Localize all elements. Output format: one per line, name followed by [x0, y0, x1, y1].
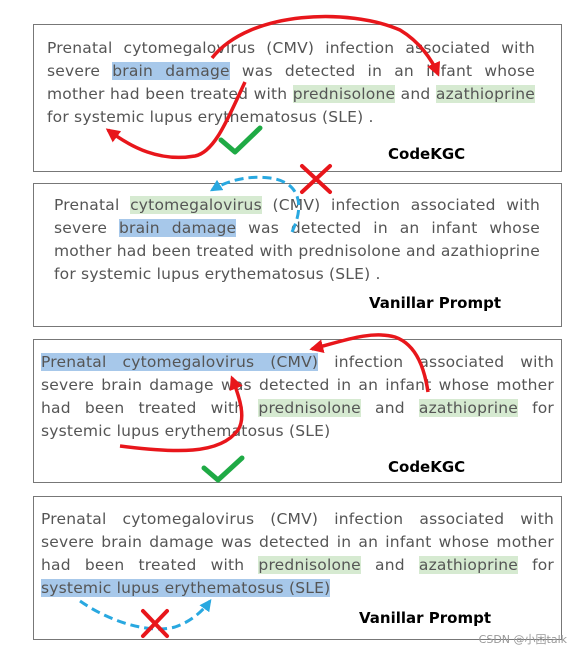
- entity-highlight-blue: systemic lupus erythematosus (SLE): [41, 579, 331, 597]
- text-segment: for: [517, 556, 555, 574]
- method-label: CodeKGC: [388, 145, 466, 163]
- text-segment: was detected in an infant whose mother h…: [54, 219, 541, 283]
- text-segment: and: [360, 556, 419, 574]
- entity-highlight-green: azathioprine: [435, 85, 535, 103]
- entity-highlight-blue: brain damage: [112, 62, 230, 80]
- text-segment: for systemic lupus erythematosus (SLE) .: [47, 108, 374, 126]
- entity-highlight-green: azathioprine: [418, 399, 518, 417]
- entity-highlight-green: prednisolone: [292, 85, 396, 103]
- sentence-text: Prenatal cytomegalovirus (CMV) infection…: [41, 351, 554, 443]
- method-label: Vanillar Prompt: [359, 609, 491, 627]
- text-segment: and: [395, 85, 436, 103]
- example-panel-codekgc-1: Prenatal cytomegalovirus (CMV) infection…: [33, 24, 562, 172]
- entity-highlight-green: cytomegalovirus: [130, 196, 262, 214]
- example-panel-vanilla-1: Prenatal cytomegalovirus (CMV) infection…: [33, 183, 562, 327]
- sentence-text: Prenatal cytomegalovirus (CMV) infection…: [41, 508, 554, 600]
- method-label: CodeKGC: [388, 458, 466, 476]
- example-panel-vanilla-2: Prenatal cytomegalovirus (CMV) infection…: [33, 496, 562, 640]
- sentence-text: Prenatal cytomegalovirus (CMV) infection…: [47, 37, 535, 129]
- entity-highlight-blue: Prenatal cytomegalovirus (CMV): [41, 353, 319, 371]
- entity-highlight-green: prednisolone: [258, 556, 361, 574]
- text-segment: (CMV) infection associated with severe: [54, 196, 540, 237]
- text-segment: Prenatal cytomegalovirus (CMV) infection…: [41, 510, 554, 574]
- watermark: CSDN @小困talk: [478, 633, 567, 646]
- example-panel-codekgc-2: Prenatal cytomegalovirus (CMV) infection…: [33, 339, 562, 483]
- entity-highlight-green: azathioprine: [418, 556, 518, 574]
- text-segment: and: [360, 399, 419, 417]
- method-label: Vanillar Prompt: [369, 294, 501, 312]
- entity-highlight-blue: brain damage: [118, 219, 237, 237]
- entity-highlight-green: prednisolone: [258, 399, 361, 417]
- sentence-text: Prenatal cytomegalovirus (CMV) infection…: [54, 194, 540, 286]
- text-segment: Prenatal: [54, 196, 131, 214]
